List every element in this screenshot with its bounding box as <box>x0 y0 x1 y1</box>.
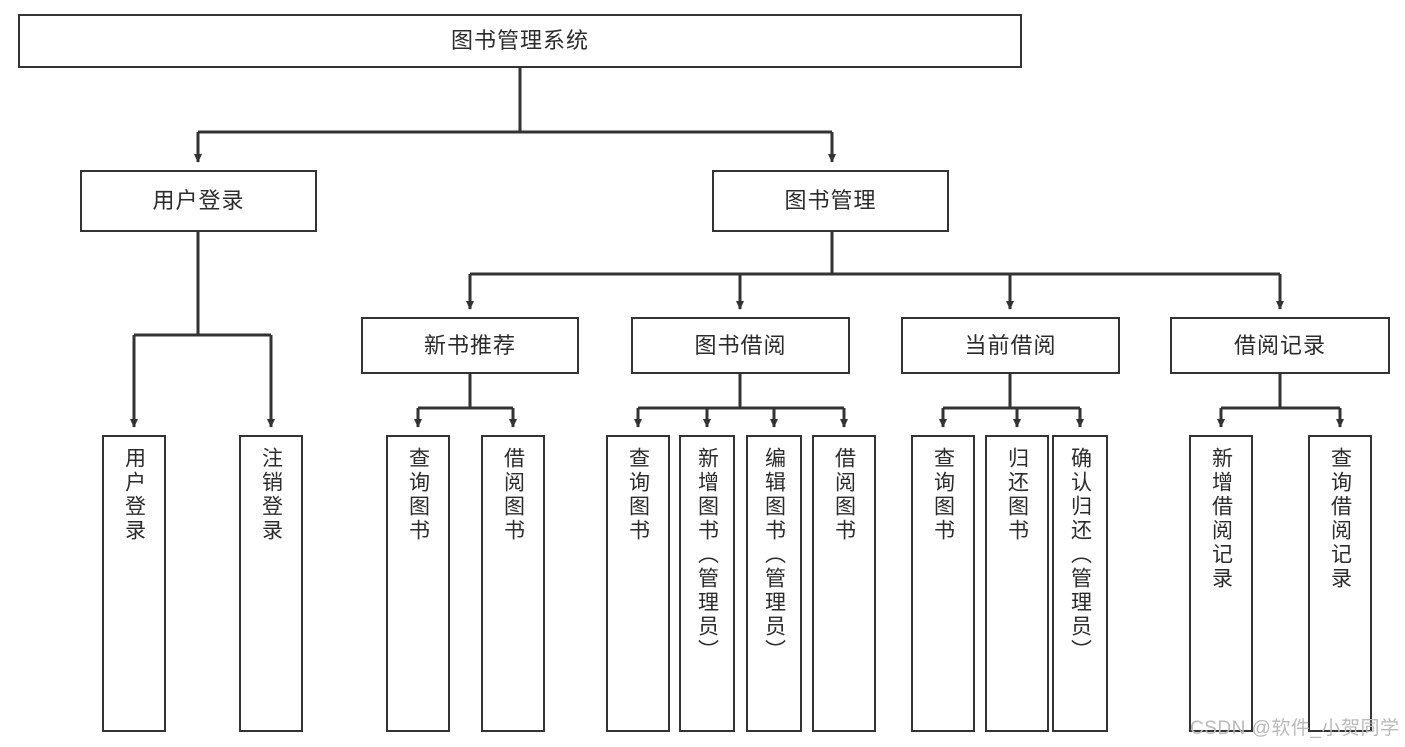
node-leaf-edit-book-label: 编辑图书（管理员） <box>762 447 786 663</box>
node-new-book-recommend-label: 新书推荐 <box>423 332 516 358</box>
node-leaf-query-book-3-label: 查询图书 <box>931 447 955 543</box>
node-leaf-logout-login[interactable]: 注销登录 <box>239 435 303 732</box>
node-user-login-label: 用户登录 <box>152 188 245 214</box>
node-root-label: 图书管理系统 <box>450 28 589 54</box>
node-leaf-add-book-label: 新增图书（管理员） <box>695 447 719 663</box>
node-leaf-edit-book[interactable]: 编辑图书（管理员） <box>746 435 802 732</box>
node-book-borrow[interactable]: 图书借阅 <box>631 317 850 374</box>
node-leaf-confirm-return[interactable]: 确认归还（管理员） <box>1052 435 1108 732</box>
node-leaf-borrow-book-2[interactable]: 借阅图书 <box>812 435 876 732</box>
node-leaf-query-book-1-label: 查询图书 <box>406 447 430 543</box>
node-user-login[interactable]: 用户登录 <box>80 170 317 232</box>
node-leaf-query-book-1[interactable]: 查询图书 <box>386 435 450 732</box>
node-leaf-query-book-2-label: 查询图书 <box>626 447 650 543</box>
node-leaf-user-login[interactable]: 用户登录 <box>102 435 166 732</box>
node-leaf-query-book-2[interactable]: 查询图书 <box>606 435 670 732</box>
node-book-manage-label: 图书管理 <box>784 188 877 214</box>
node-leaf-borrow-book-1[interactable]: 借阅图书 <box>481 435 545 732</box>
node-book-manage[interactable]: 图书管理 <box>712 170 949 232</box>
node-leaf-return-book-label: 归还图书 <box>1005 447 1029 543</box>
node-book-borrow-label: 图书借阅 <box>694 332 787 358</box>
node-current-borrow[interactable]: 当前借阅 <box>901 317 1120 374</box>
node-new-book-recommend[interactable]: 新书推荐 <box>361 317 579 374</box>
node-borrow-record-label: 借阅记录 <box>1233 332 1326 358</box>
node-borrow-record[interactable]: 借阅记录 <box>1170 317 1390 374</box>
node-leaf-query-record-label: 查询借阅记录 <box>1328 447 1352 591</box>
node-leaf-add-record-label: 新增借阅记录 <box>1209 447 1233 591</box>
node-root[interactable]: 图书管理系统 <box>18 14 1022 68</box>
node-leaf-add-record[interactable]: 新增借阅记录 <box>1189 435 1253 732</box>
node-leaf-return-book[interactable]: 归还图书 <box>985 435 1049 732</box>
node-current-borrow-label: 当前借阅 <box>964 332 1057 358</box>
node-leaf-add-book[interactable]: 新增图书（管理员） <box>679 435 735 732</box>
node-leaf-borrow-book-1-label: 借阅图书 <box>501 447 525 543</box>
node-leaf-query-record[interactable]: 查询借阅记录 <box>1308 435 1372 732</box>
node-leaf-borrow-book-2-label: 借阅图书 <box>832 447 856 543</box>
node-leaf-user-login-label: 用户登录 <box>122 447 146 543</box>
node-leaf-confirm-return-label: 确认归还（管理员） <box>1068 447 1092 663</box>
node-leaf-logout-login-label: 注销登录 <box>259 447 283 543</box>
node-leaf-query-book-3[interactable]: 查询图书 <box>911 435 975 732</box>
